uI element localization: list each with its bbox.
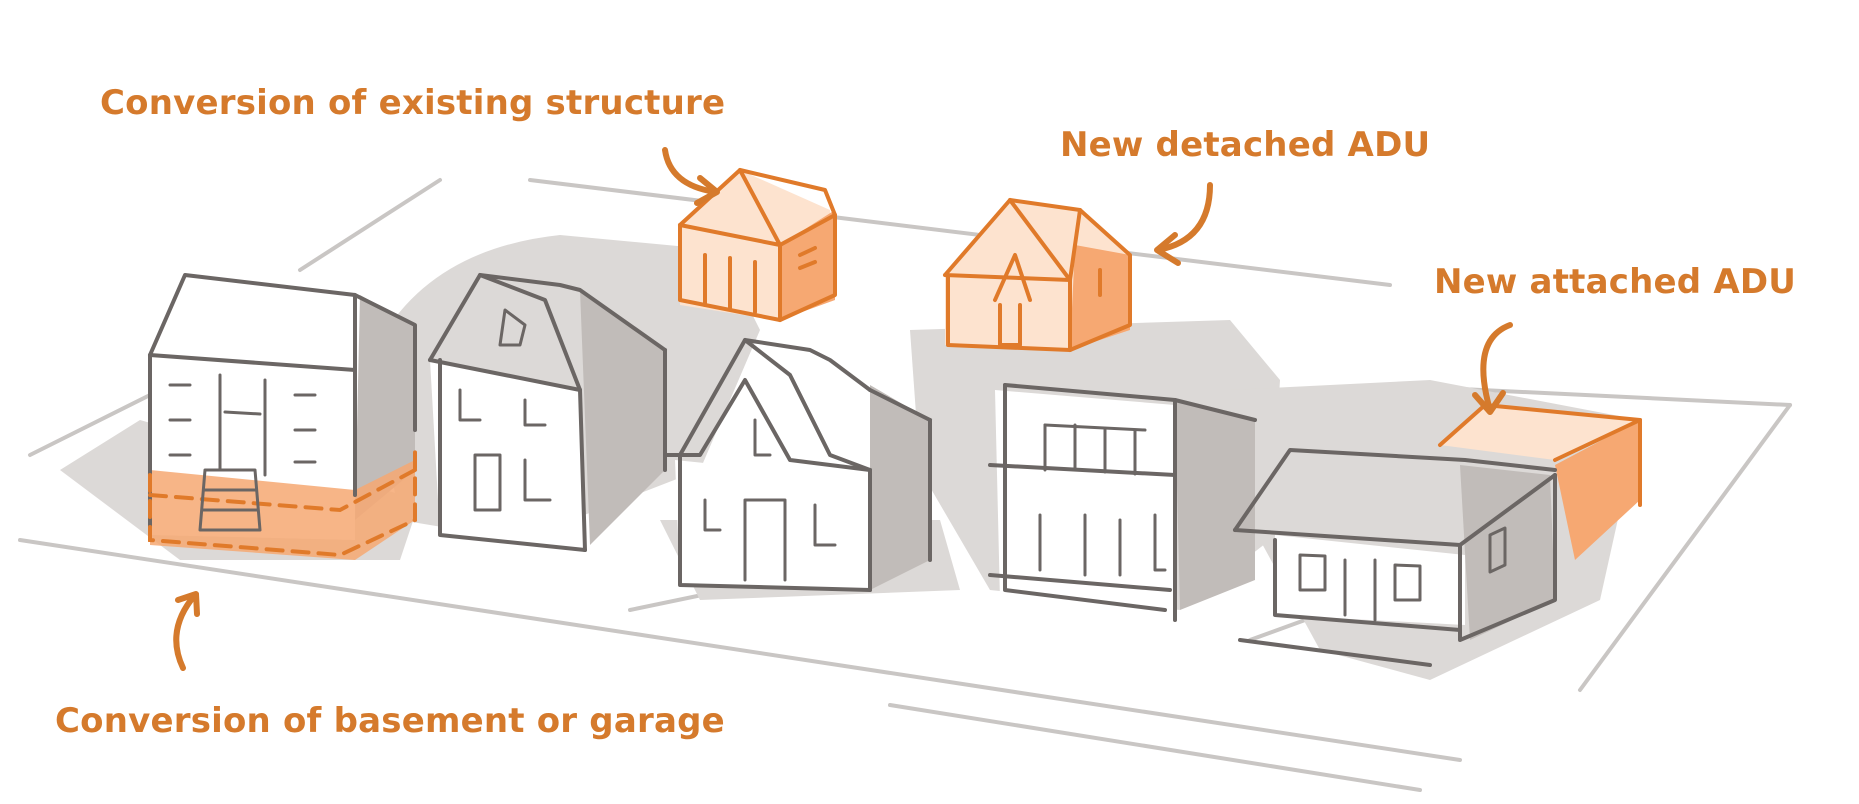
arrow-existing-structure [662, 147, 718, 195]
house-basement [148, 273, 417, 560]
label-new-attached-adu: New attached ADU [1434, 262, 1797, 302]
label-conversion-basement-garage: Conversion of basement or garage [55, 701, 725, 741]
house-three [663, 338, 932, 592]
arrow-attached [1480, 322, 1513, 413]
existing-structure-adu [678, 168, 837, 322]
arrow-detached [1155, 182, 1213, 253]
annotation-arrows [173, 147, 1513, 671]
arrow-basement [173, 592, 198, 671]
street-lines [18, 178, 1792, 792]
house-attached-adu [1233, 403, 1642, 667]
detached-adu [943, 198, 1132, 352]
label-conversion-existing-structure: Conversion of existing structure [100, 83, 726, 123]
label-new-detached-adu: New detached ADU [1060, 125, 1431, 165]
house-two [428, 273, 667, 552]
house-four [988, 383, 1257, 622]
